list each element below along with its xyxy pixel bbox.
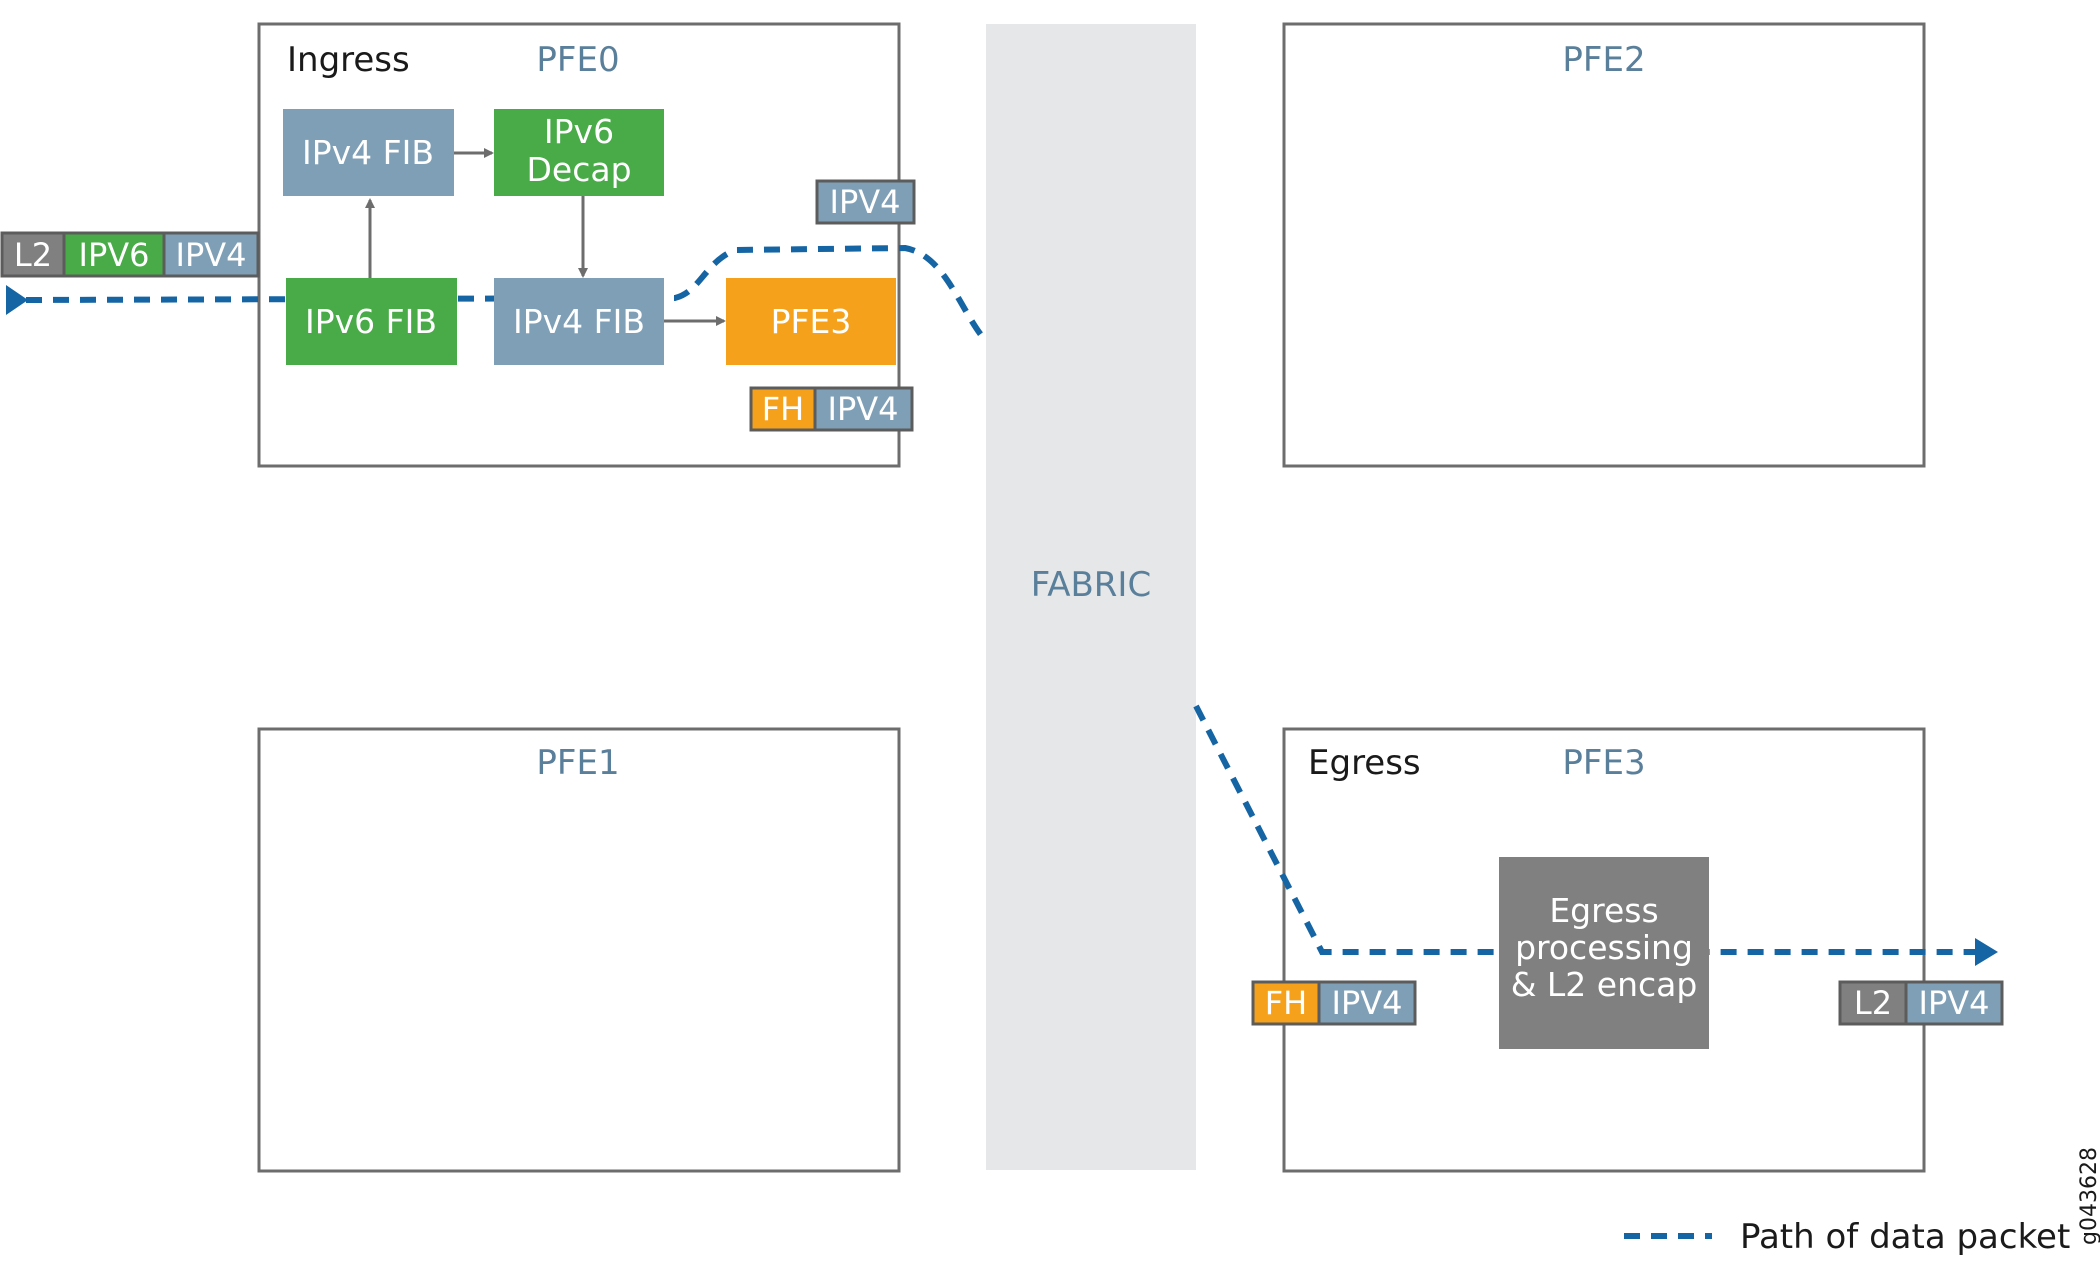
pfe0-title: PFE0: [536, 40, 619, 80]
pfe1-title: PFE1: [536, 743, 619, 783]
pfe3-egress-label: Egress: [1308, 743, 1421, 783]
svg-text:PFE3: PFE3: [771, 302, 852, 341]
svg-text:IPv6 FIB: IPv6 FIB: [305, 302, 437, 341]
packet-egress-out: [1838, 980, 2004, 1026]
tag-ingress-fh: FH: [762, 390, 804, 428]
svg-text:processing: processing: [1515, 928, 1693, 967]
packet-egress-in: [1251, 980, 1417, 1026]
tag-input-l2: L2: [14, 236, 52, 274]
packet-input-headers: [0, 231, 260, 278]
block-ipv6-decap: IPv6 Decap: [494, 109, 664, 196]
figure-id: g043628: [2077, 1147, 2100, 1245]
block-ipv6-fib: IPv6 FIB: [286, 278, 457, 365]
data-packet-path-ingress: [25, 244, 988, 342]
tag-egress-fh: FH: [1265, 984, 1307, 1022]
pfe2-box: [1282, 22, 1926, 468]
block-ipv4-fib-top: IPv4 FIB: [283, 109, 454, 196]
fabric-label: FABRIC: [1031, 565, 1151, 605]
svg-text:IPv6: IPv6: [544, 112, 614, 151]
pfe2-title: PFE2: [1562, 40, 1645, 80]
tag-input-ipv6: IPV6: [79, 236, 150, 274]
data-packet-path-egress: [1193, 704, 1980, 955]
block-pfe3-target: PFE3: [726, 278, 896, 365]
block-ipv4-fib-bottom: IPv4 FIB: [494, 278, 664, 365]
svg-text:Decap: Decap: [526, 150, 631, 189]
svg-text:IPv4 FIB: IPv4 FIB: [513, 302, 645, 341]
fabric-band: [986, 24, 1196, 1170]
tag-egress-fh-ipv4: IPV4: [1332, 984, 1403, 1022]
svg-text:& L2 encap: & L2 encap: [1511, 965, 1698, 1004]
input-arrow-head: [6, 285, 28, 315]
tag-ingress-fh-ipv4: IPV4: [828, 390, 899, 428]
svg-text:Egress: Egress: [1549, 891, 1658, 930]
block-egress-processing: Egress processing & L2 encap: [1499, 857, 1709, 1049]
legend-label: Path of data packet: [1740, 1217, 2070, 1257]
pfe1-box: [257, 727, 901, 1173]
svg-text:IPv4 FIB: IPv4 FIB: [302, 133, 434, 172]
packet-after-decap: [815, 179, 916, 225]
packet-with-fabric-header: [749, 386, 914, 432]
pfe0-ingress-label: Ingress: [287, 40, 410, 80]
tag-input-ipv4: IPV4: [176, 236, 247, 274]
tag-decap-ipv4: IPV4: [830, 183, 901, 221]
tag-egress-out-ipv4: IPV4: [1919, 984, 1990, 1022]
output-arrow-head: [1975, 938, 1998, 966]
tag-egress-l2: L2: [1854, 984, 1892, 1022]
pfe3-title: PFE3: [1562, 743, 1645, 783]
